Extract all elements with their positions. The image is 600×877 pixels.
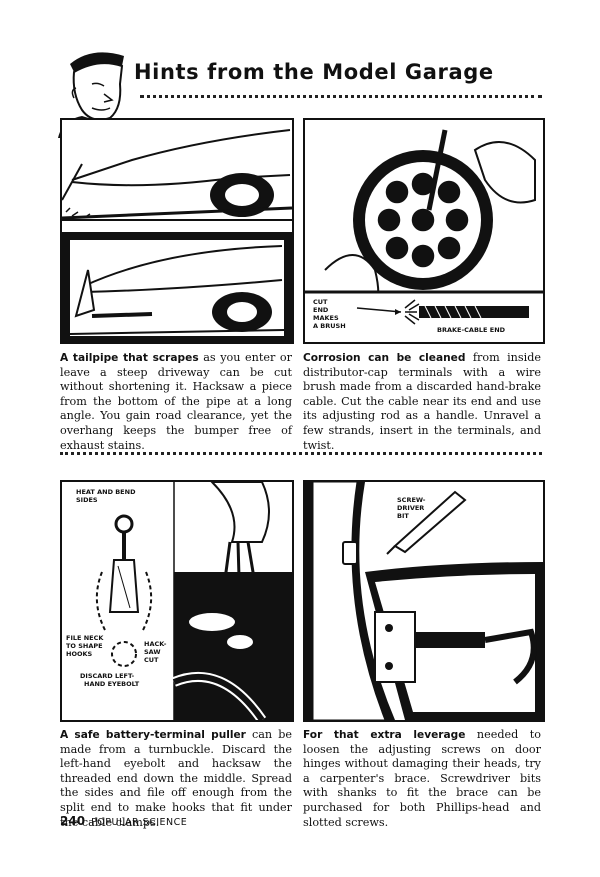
label-screwdriver-3: BIT xyxy=(397,512,409,520)
hint-corrosion-body: from inside distributor-cap terminals wi… xyxy=(303,351,541,452)
label-discard-1: DISCARD LEFT- xyxy=(80,672,134,680)
label-brake-cable: BRAKE-CABLE END xyxy=(437,326,506,334)
label-cut-line-3: MAKES xyxy=(313,314,339,322)
hint-tailpipe-caption: A tailpipe that scrapes as you enter or … xyxy=(60,351,292,453)
label-file-neck-2: TO SHAPE xyxy=(66,642,103,650)
label-screwdriver-1: SCREW- xyxy=(397,496,426,504)
tailpipe-illustration xyxy=(60,118,294,344)
page-number: 240 xyxy=(60,814,86,828)
label-heat-bend-1: HEAT AND BEND xyxy=(76,488,136,496)
label-screwdriver-2: DRIVER xyxy=(397,504,424,512)
hint-tailpipe-lead: A tailpipe that scrapes xyxy=(60,352,199,364)
label-cut-line-2: END xyxy=(313,306,329,314)
label-file-neck-1: FILE NECK xyxy=(66,634,104,642)
wire-brush-illustration: CUT END MAKES A BRUSH BRAKE-CABLE END xyxy=(303,118,545,344)
hint-corrosion-lead: Corrosion can be cleaned xyxy=(303,352,466,364)
hint-battery-caption: A safe battery-terminal puller can be ma… xyxy=(60,728,292,830)
label-cut-line-4: A BRUSH xyxy=(313,322,346,330)
label-hacksaw-1: HACK- xyxy=(144,640,167,648)
hint-corrosion-caption: Corrosion can be cleaned from inside dis… xyxy=(303,351,541,453)
page-title: Hints from the Model Garage xyxy=(134,60,494,84)
label-hacksaw-3: CUT xyxy=(144,656,159,664)
magazine-name: POPULAR SCIENCE xyxy=(91,817,188,828)
battery-puller-illustration: HEAT AND BEND SIDES FILE NECK TO SHAPE H… xyxy=(60,480,294,722)
hint-leverage-lead: For that extra leverage xyxy=(303,729,466,741)
section-dotted-rule xyxy=(60,452,542,455)
label-file-neck-3: HOOKS xyxy=(66,650,93,658)
label-hacksaw-2: SAW xyxy=(144,648,161,656)
door-hinge-illustration: SCREW- DRIVER BIT xyxy=(303,480,545,722)
hint-battery-body: can be made from a turnbuckle. Discard t… xyxy=(60,728,292,829)
label-cut-line-1: CUT xyxy=(313,298,328,306)
page-folio: 240 POPULAR SCIENCE xyxy=(60,814,187,828)
label-heat-bend-2: SIDES xyxy=(76,496,98,504)
hint-leverage-body: needed to loosen the adjusting screws on… xyxy=(303,728,541,829)
label-discard-2: HAND EYEBOLT xyxy=(84,680,140,688)
hint-leverage-caption: For that extra leverage needed to loosen… xyxy=(303,728,541,830)
hint-battery-lead: A safe battery-terminal puller xyxy=(60,729,246,741)
header-dotted-rule xyxy=(140,95,542,98)
hint-tailpipe-body: as you enter or leave a steep driveway c… xyxy=(60,351,292,452)
